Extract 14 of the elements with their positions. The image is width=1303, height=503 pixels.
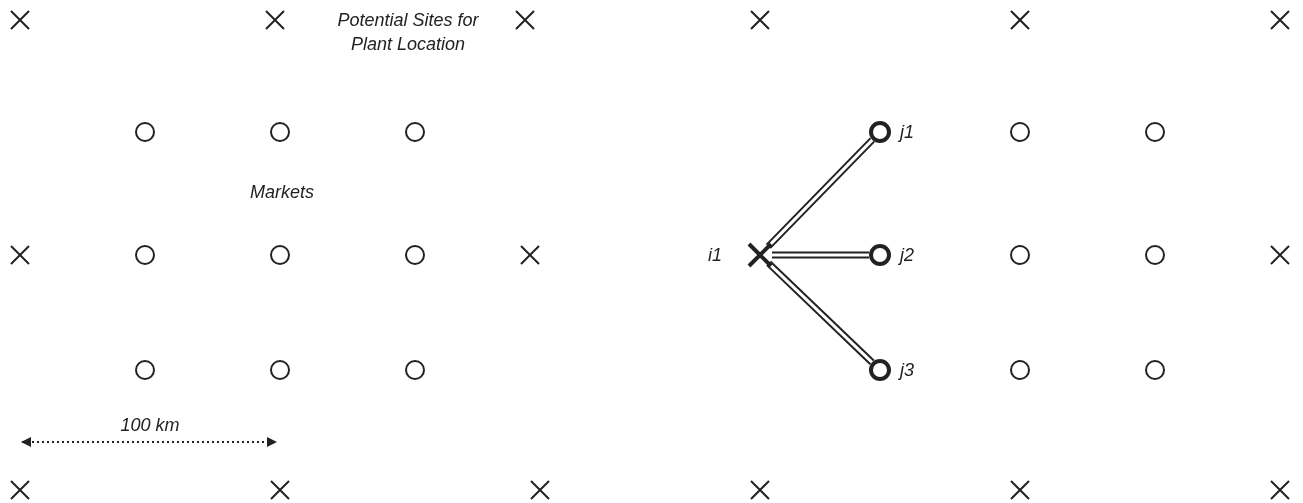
market-caption: Markets xyxy=(250,181,314,204)
plant-site-cross xyxy=(746,241,774,269)
node-label: j1 xyxy=(900,121,914,144)
market-circle xyxy=(866,241,894,269)
site-caption: Potential Sites for Plant Location xyxy=(336,9,480,56)
double-line xyxy=(772,251,869,259)
double-line xyxy=(766,260,875,365)
double-line xyxy=(765,137,875,249)
market-circle xyxy=(866,356,894,384)
node-label: i1 xyxy=(708,244,722,267)
market-circle xyxy=(866,118,894,146)
node-label: j2 xyxy=(900,244,914,267)
node-label: j3 xyxy=(900,359,914,382)
dimension-label: 100 km xyxy=(120,414,180,437)
